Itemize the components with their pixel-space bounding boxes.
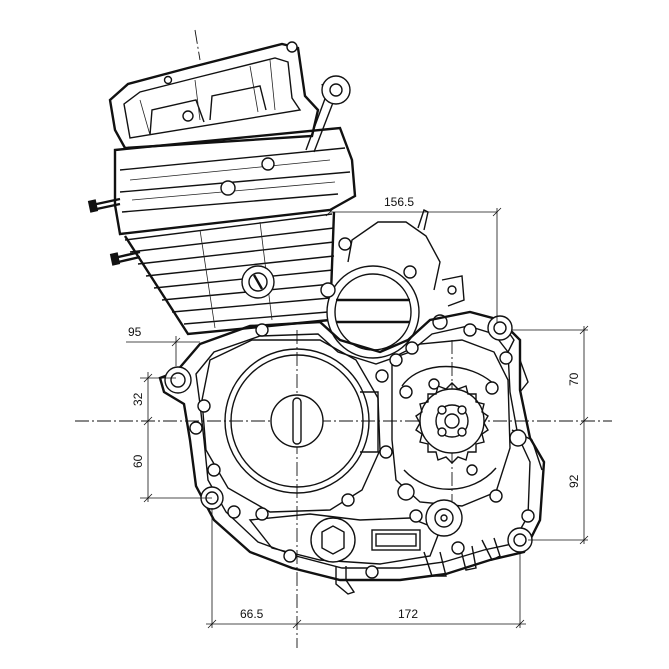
dimension-lines xyxy=(126,207,589,629)
dim-156-5: 156.5 xyxy=(384,195,414,209)
crankcase xyxy=(158,310,546,582)
starter-motor xyxy=(320,209,465,359)
alternator-cover xyxy=(201,339,381,513)
dim-66-5: 66.5 xyxy=(240,607,264,621)
dim-92: 92 xyxy=(567,474,581,488)
dim-60: 60 xyxy=(131,454,145,468)
dim-172: 172 xyxy=(398,607,418,621)
dim-70: 70 xyxy=(567,372,581,386)
cylinder-head xyxy=(113,126,357,236)
dimension-labels: 156.5 95 32 60 70 92 66.5 172 xyxy=(128,195,581,621)
cylinder-head-cover xyxy=(108,41,320,150)
lower-crankcase xyxy=(248,483,501,595)
lever-bracket xyxy=(305,75,351,153)
case-bolts xyxy=(164,315,535,579)
head-studs xyxy=(87,197,141,266)
dim-95: 95 xyxy=(128,325,142,339)
cylinder-fins xyxy=(123,211,336,336)
sprocket-area xyxy=(391,339,511,507)
dim-32: 32 xyxy=(131,392,145,406)
